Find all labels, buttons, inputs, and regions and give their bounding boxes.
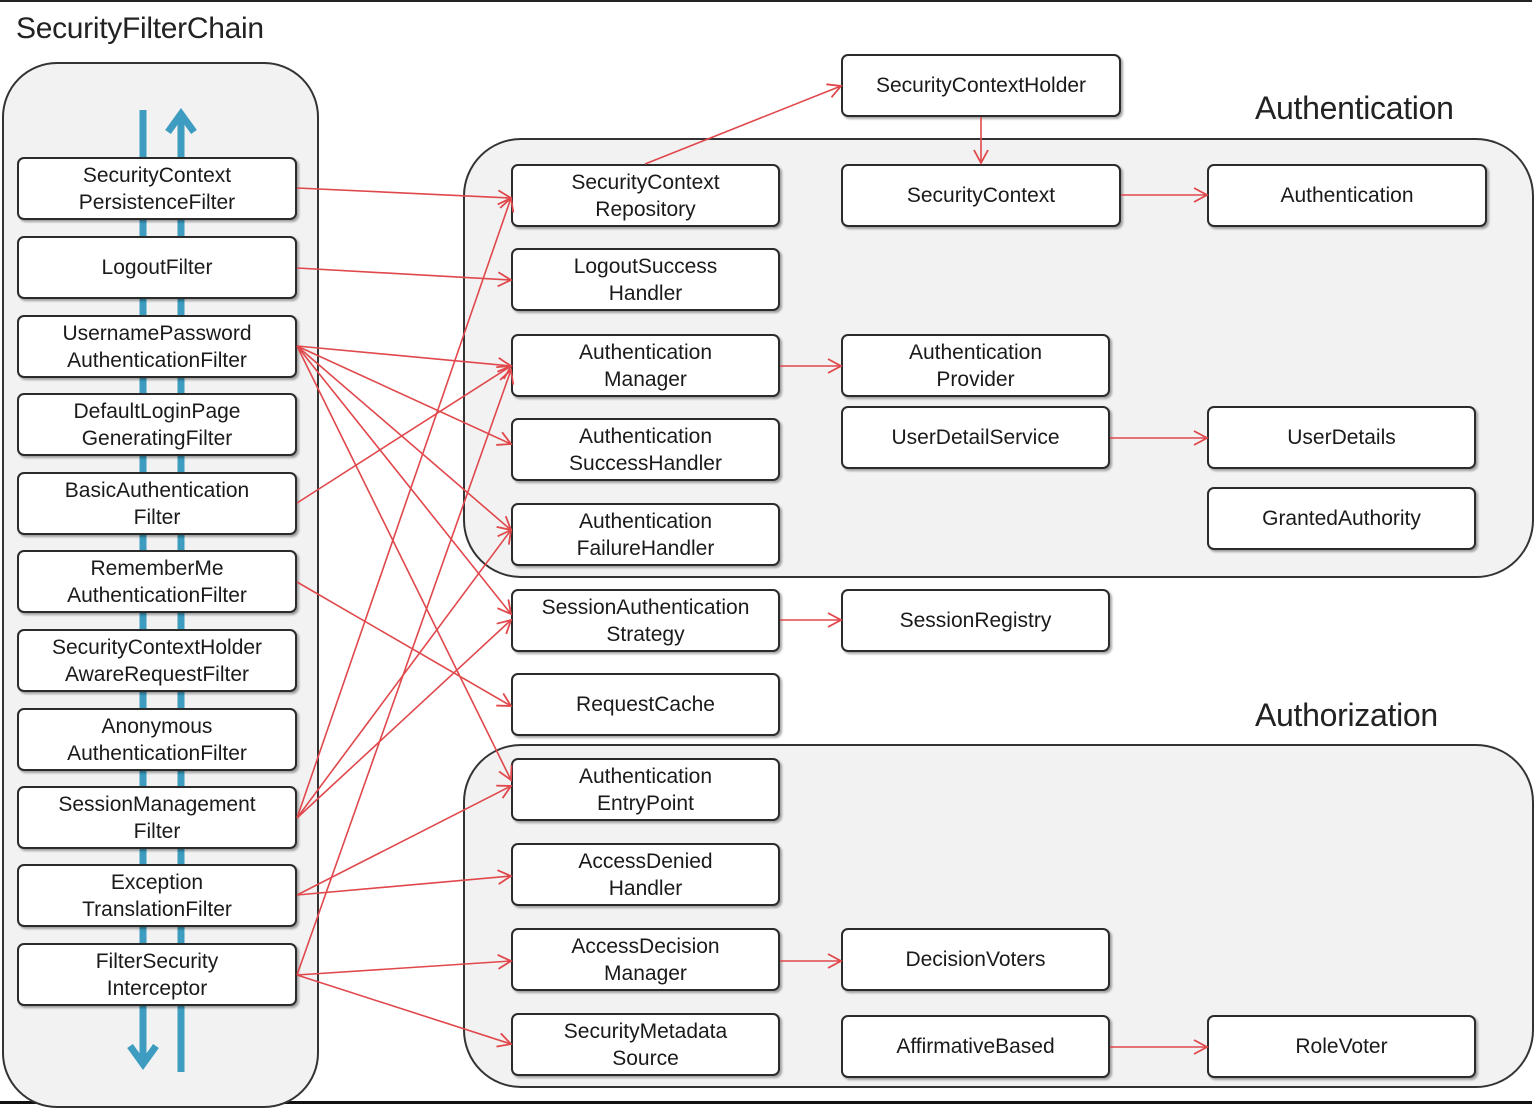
arrow-interceptor-to-decision-manager: [296, 954, 513, 976]
security-context-holder-box: SecurityContextHolder: [841, 54, 1121, 117]
request-down-arrow-head: [127, 1043, 159, 1070]
response-up-arrow-head: [165, 108, 197, 135]
filter-basic-authentication: BasicAuthentication Filter: [17, 472, 297, 535]
arrow-session-mgmt-to-session-strategy: [296, 618, 513, 819]
arrow-username-to-session-strategy: [296, 345, 513, 616]
arrow-interceptor-to-metadata-source: [296, 974, 513, 1048]
authentication-entry-point-box: Authentication EntryPoint: [511, 758, 780, 821]
filter-logout: LogoutFilter: [17, 236, 297, 299]
filter-security-context-persistence: SecurityContext PersistenceFilter: [17, 157, 297, 220]
arrow-exception-to-access-denied: [296, 869, 513, 896]
filter-session-management: SessionManagement Filter: [17, 786, 297, 849]
authentication-manager-box: Authentication Manager: [511, 334, 780, 397]
arrow-username-to-entry-point: [296, 345, 513, 782]
request-cache-box: RequestCache: [511, 673, 780, 736]
arrow-remember-to-request-cache: [296, 581, 513, 707]
logout-success-handler-box: LogoutSuccess Handler: [511, 248, 780, 311]
granted-authority-box: GrantedAuthority: [1207, 487, 1476, 550]
arrow-basic-to-manager: [296, 364, 513, 504]
authentication-failure-handler-box: Authentication FailureHandler: [511, 503, 780, 566]
user-detail-service-box: UserDetailService: [841, 406, 1110, 469]
filter-anonymous-authentication: Anonymous AuthenticationFilter: [17, 708, 297, 771]
authentication-box: Authentication: [1207, 164, 1487, 227]
arrow-username-to-manager: [296, 345, 513, 373]
filter-filter-security-interceptor: FilterSecurity Interceptor: [17, 943, 297, 1006]
authentication-provider-box: Authentication Provider: [841, 334, 1110, 397]
filter-exception-translation: Exception TranslationFilter: [17, 864, 297, 927]
arrow-persistence-to-repository: [296, 187, 513, 206]
filter-security-context-holder-aware-request: SecurityContextHolder AwareRequestFilter: [17, 629, 297, 692]
session-registry-box: SessionRegistry: [841, 589, 1110, 652]
arrow-session-mgmt-to-repository: [296, 196, 515, 819]
security-context-box: SecurityContext: [841, 164, 1121, 227]
access-denied-handler-box: AccessDenied Handler: [511, 843, 780, 906]
session-authentication-strategy-box: SessionAuthentication Strategy: [511, 589, 780, 652]
affirmative-based-box: AffirmativeBased: [841, 1015, 1110, 1078]
user-details-box: UserDetails: [1207, 406, 1476, 469]
filter-username-password-authentication: UsernamePassword AuthenticationFilter: [17, 315, 297, 378]
authentication-title: Authentication: [1255, 90, 1454, 126]
arrow-interceptor-to-manager: [296, 368, 515, 976]
arrow-logout-to-logout-success: [296, 267, 513, 288]
arrow-username-to-failure: [296, 345, 513, 532]
security-filter-chain-title: SecurityFilterChain: [16, 12, 264, 45]
decision-voters-box: DecisionVoters: [841, 928, 1110, 991]
authentication-success-handler-box: Authentication SuccessHandler: [511, 418, 780, 481]
security-metadata-source-box: SecurityMetadata Source: [511, 1013, 780, 1076]
arrow-username-to-success: [296, 345, 513, 446]
role-voter-box: RoleVoter: [1207, 1015, 1476, 1078]
arrow-repository-to-holder: [644, 83, 843, 165]
filter-remember-me-authentication: RememberMe AuthenticationFilter: [17, 550, 297, 613]
arrow-exception-to-entry-point: [296, 784, 513, 896]
access-decision-manager-box: AccessDecision Manager: [511, 928, 780, 991]
authorization-title: Authorization: [1255, 697, 1438, 733]
filter-default-login-page-generating: DefaultLoginPage GeneratingFilter: [17, 393, 297, 456]
